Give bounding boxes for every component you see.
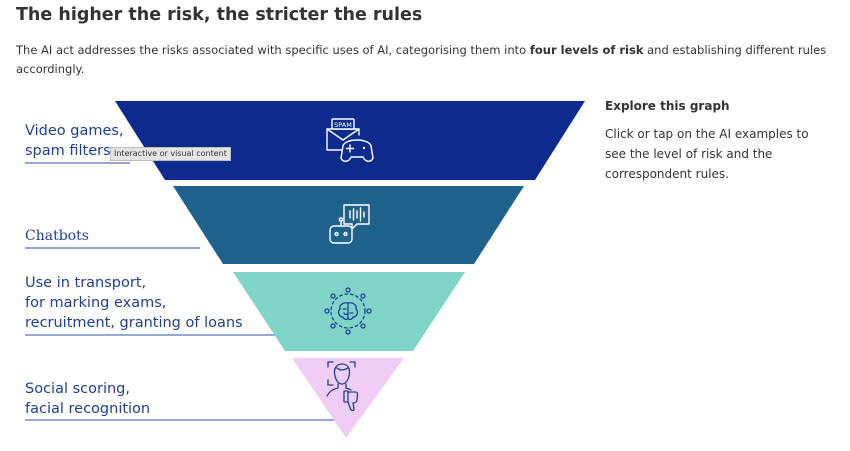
brain-network-icon bbox=[324, 287, 372, 335]
explore-graph-description: Click or tap on the AI examples to see t… bbox=[605, 127, 809, 181]
label-line: recruitment, granting of loans bbox=[25, 315, 243, 331]
label-transport-exams-recruitment-loans[interactable]: Use in transport, for marking exams, rec… bbox=[25, 273, 243, 333]
label-line: spam filters bbox=[25, 143, 111, 159]
label-line: Video games, bbox=[25, 123, 124, 139]
tier-limited-risk[interactable] bbox=[173, 186, 524, 264]
label-chatbots[interactable]: Chatbots bbox=[25, 226, 89, 246]
label-line: Use in transport, bbox=[25, 275, 147, 291]
spam-gamepad-icon: SPAM bbox=[326, 118, 374, 162]
tier-unacceptable-risk[interactable] bbox=[292, 358, 404, 438]
intro-text-bold: four levels of risk bbox=[529, 43, 644, 57]
page-title: The higher the risk, the stricter the ru… bbox=[16, 5, 423, 25]
label-line: Chatbots bbox=[25, 228, 89, 244]
spam-icon-text: SPAM bbox=[334, 121, 352, 129]
tier-minimal-risk[interactable]: SPAM bbox=[115, 101, 585, 180]
label-line: facial recognition bbox=[25, 401, 151, 417]
tooltip: Interactive or visual content bbox=[110, 147, 231, 161]
tier-high-risk-shape[interactable] bbox=[233, 272, 465, 351]
label-line: Social scoring, bbox=[25, 381, 130, 397]
intro-text-start: The AI act addresses the risks associate… bbox=[16, 43, 530, 57]
label-social-scoring-facial-recognition[interactable]: Social scoring, facial recognition bbox=[25, 379, 150, 419]
explore-graph-title: Explore this graph bbox=[605, 99, 730, 113]
chatbot-icon bbox=[329, 204, 370, 244]
intro-text-end: and establishing different rules accordi… bbox=[16, 43, 827, 76]
tier-high-risk[interactable] bbox=[233, 272, 465, 351]
label-video-games-spam-filters[interactable]: Video games, spam filters bbox=[25, 121, 124, 161]
label-line: for marking exams, bbox=[25, 295, 167, 311]
intro-paragraph: The AI act addresses the risks associate… bbox=[16, 41, 836, 79]
face-thumbs-down-icon bbox=[326, 361, 359, 412]
tier-limited-risk-shape[interactable] bbox=[173, 186, 524, 264]
